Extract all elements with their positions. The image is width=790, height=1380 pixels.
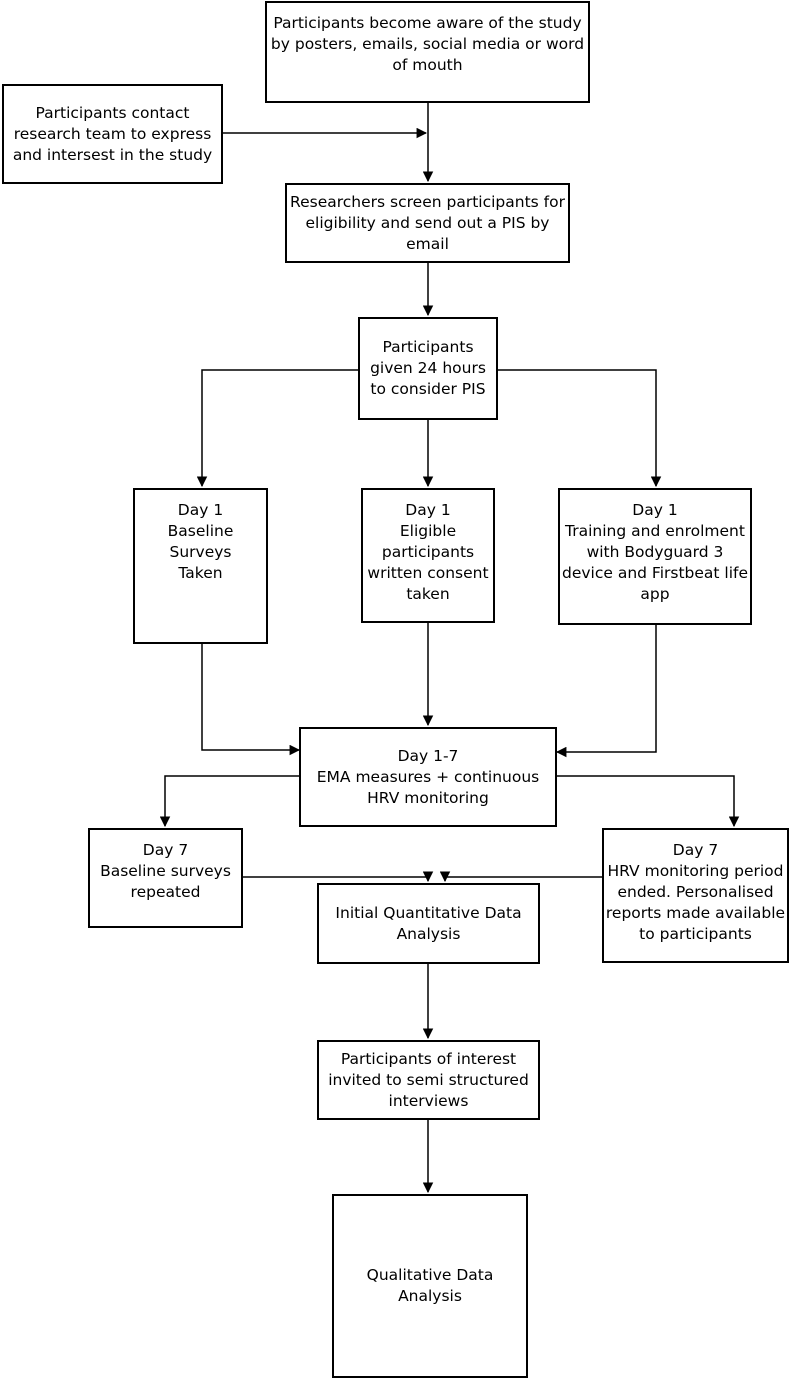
contact-text: Participants contact research team to ex…	[12, 103, 213, 164]
arrow-training-to-ema	[555, 625, 657, 758]
interviews-text: Participants of interest invited to semi…	[328, 1049, 529, 1110]
qual-text: Qualitative Data Analysis	[366, 1266, 494, 1305]
contact-box: Participants contact research team to ex…	[2, 84, 223, 184]
arrow-hrv-end-to-quant	[439, 871, 602, 883]
screen-box: Researchers screen participants for elig…	[285, 183, 570, 263]
interviews-box: Participants of interest invited to semi…	[317, 1040, 540, 1120]
arrow-consider-to-baseline	[196, 369, 358, 488]
consider-box: Participants given 24 hours to consider …	[358, 317, 498, 420]
repeat-box: Day 7 Baseline surveys repeated	[88, 828, 243, 928]
arrow-ema-to-hrv-end	[557, 775, 740, 828]
ema-box: Day 1-7 EMA measures + continuous HRV mo…	[299, 727, 557, 827]
quant-text: Initial Quantitative Data Analysis	[335, 903, 522, 943]
training-box: Day 1 Training and enrolment with Bodygu…	[558, 488, 752, 625]
awareness-box: Participants become aware of the study b…	[265, 1, 590, 103]
qual-box: Qualitative Data Analysis	[332, 1194, 528, 1378]
arrow-ema-to-repeat	[159, 775, 299, 828]
arrow-repeat-to-quant	[243, 871, 434, 883]
hrv-end-box: Day 7 HRV monitoring period ended. Perso…	[602, 828, 789, 963]
screen-text: Researchers screen participants for elig…	[290, 192, 565, 253]
consider-text: Participants given 24 hours to consider …	[370, 338, 486, 398]
quant-box: Initial Quantitative Data Analysis	[317, 883, 540, 964]
arrow-baseline-to-ema	[201, 644, 301, 756]
hrv-end-text: Day 7 HRV monitoring period ended. Perso…	[605, 841, 786, 943]
awareness-text: Participants become aware of the study b…	[270, 14, 585, 74]
consent-text: Day 1 Eligible participants written cons…	[367, 501, 489, 603]
ema-text: Day 1-7 EMA measures + continuous HRV mo…	[316, 746, 540, 807]
repeat-text: Day 7 Baseline surveys repeated	[100, 841, 231, 901]
training-text: Day 1 Training and enrolment with Bodygu…	[561, 501, 749, 603]
baseline-text: Day 1 Baseline Surveys Taken	[167, 501, 234, 582]
arrow-consider-to-training	[498, 369, 662, 488]
baseline-box: Day 1 Baseline Surveys Taken	[133, 488, 268, 644]
consent-box: Day 1 Eligible participants written cons…	[361, 488, 495, 623]
